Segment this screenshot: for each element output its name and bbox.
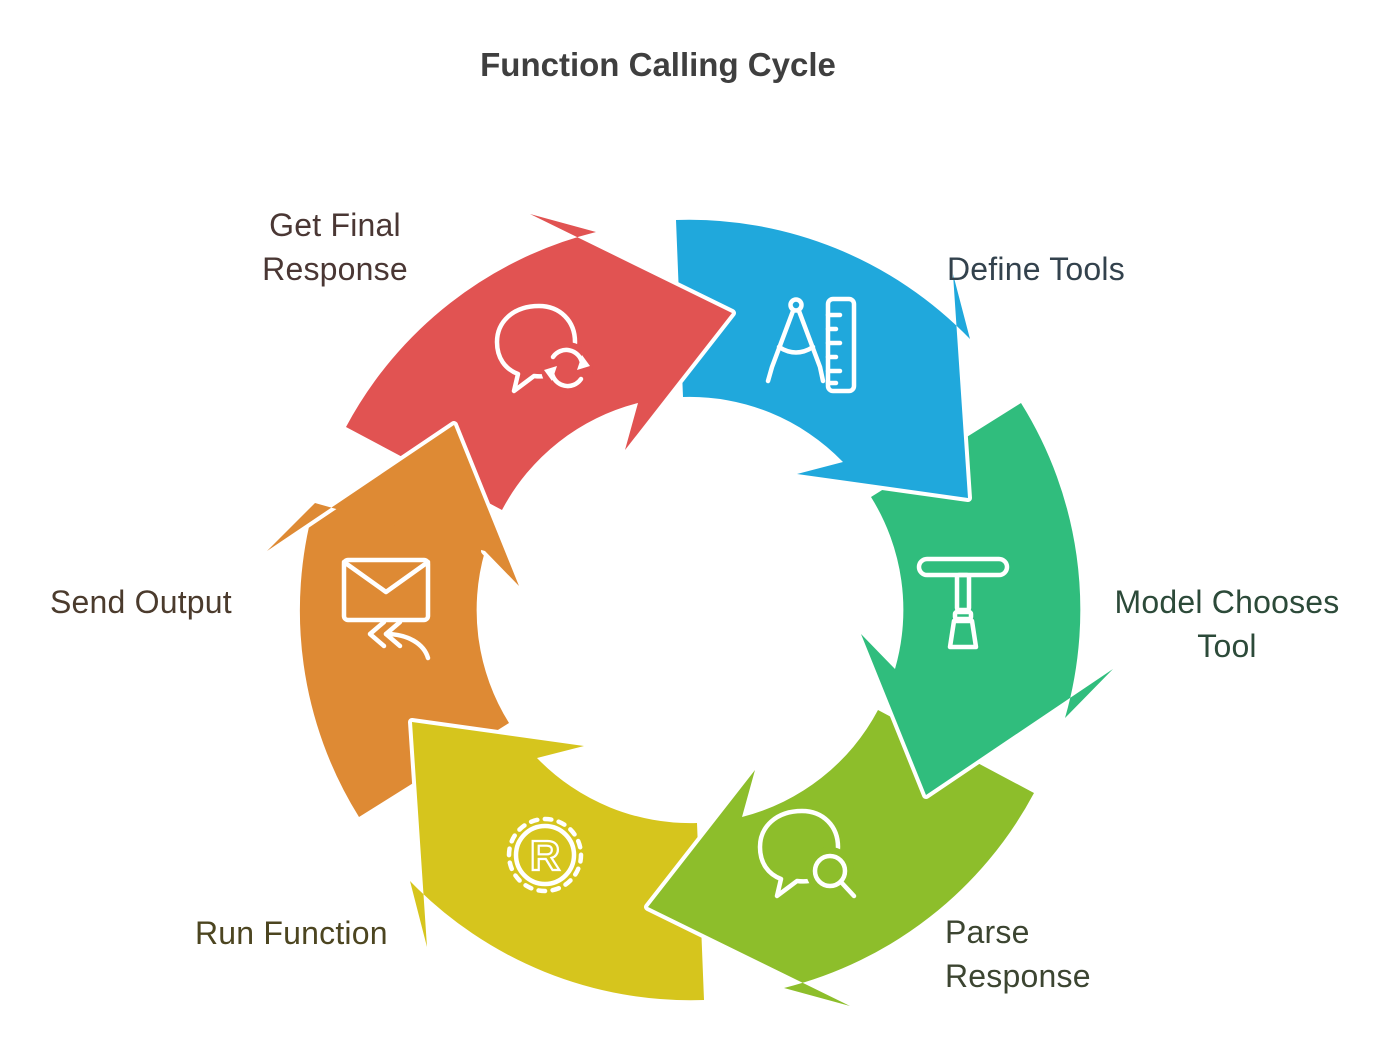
label-line: Tool [1197, 628, 1257, 664]
label-line: Send Output [50, 584, 232, 620]
define-tools-arrow [672, 215, 974, 502]
compass-ruler-icon [765, 296, 857, 394]
label-parse-response: Parse Response [945, 910, 1091, 998]
segment-run-function: R [406, 718, 708, 1005]
model-chooses-tool-arrow [857, 399, 1117, 799]
label-line: Run Function [195, 915, 388, 951]
label-line: Parse [945, 914, 1030, 950]
page-title: Function Calling Cycle [480, 46, 836, 83]
send-output-arrowhead-overlay [263, 421, 523, 590]
label-define-tools: Define Tools [947, 247, 1125, 291]
chat-refresh-icon [494, 303, 593, 394]
gear-r-icon: R [506, 816, 584, 894]
label-line: Response [262, 251, 408, 287]
label-model-chooses-tool: Model Chooses Tool [1115, 580, 1340, 668]
segment-define-tools [672, 215, 974, 502]
envelope-return-icon [341, 557, 431, 661]
label-line: Model Chooses [1114, 584, 1340, 620]
chat-search-icon [757, 808, 857, 899]
label-get-final-response: Get Final Response [262, 203, 408, 291]
run-function-arrow [406, 718, 708, 1005]
label-send-output: Send Output [50, 580, 232, 624]
label-run-function: Run Function [195, 911, 388, 955]
label-line: Define Tools [947, 251, 1125, 287]
t-wrench-icon [916, 556, 1010, 650]
label-line: Response [945, 958, 1091, 994]
label-line: Get Final [269, 207, 401, 243]
segment-model-chooses-tool [857, 399, 1117, 799]
gear-letter: R [530, 832, 560, 879]
